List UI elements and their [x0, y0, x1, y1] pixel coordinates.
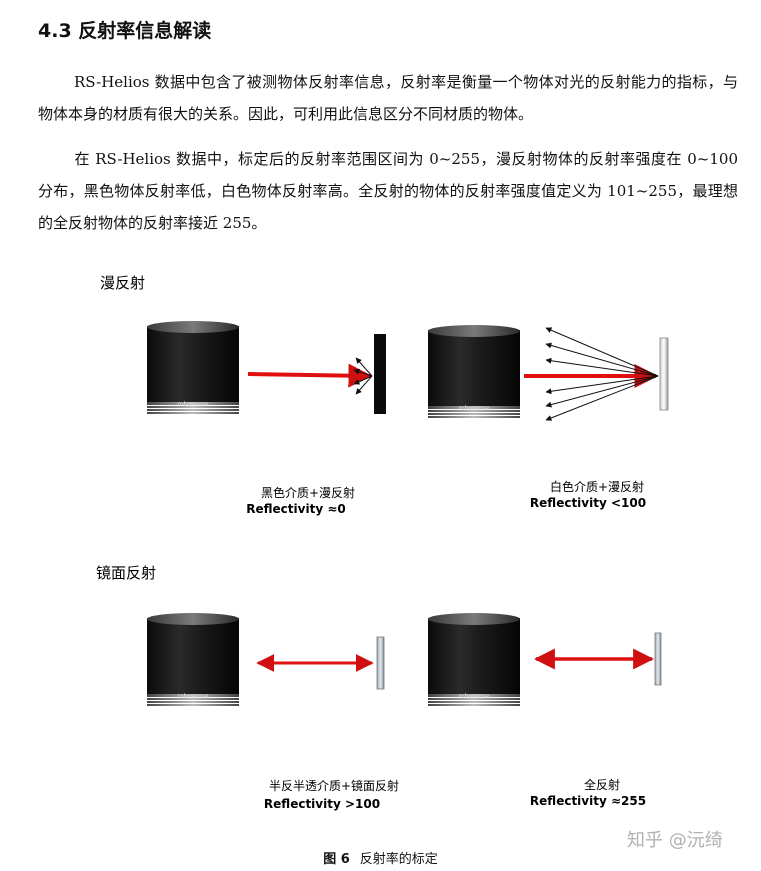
sensor-brand-label: robosense [459, 405, 490, 412]
sensor-brand-label: robosense [459, 693, 490, 700]
panel-label: 全反射 [584, 777, 620, 792]
figure-caption: 图 6 反射率的标定 [0, 848, 761, 867]
semi-mirror-target [376, 636, 385, 690]
black-target [374, 334, 386, 414]
panel-label: 黑色介质+漫反射 [261, 485, 355, 500]
panel-label: 白色介质+漫反射 [550, 479, 644, 494]
scatter-ray [545, 375, 659, 395]
scatter-ray [545, 342, 659, 377]
scatter-ray [545, 375, 659, 408]
panel-reflectivity: Reflectivity ≈0 [246, 502, 345, 516]
lidar-sensor: robosense [147, 613, 239, 706]
panel-reflectivity: Reflectivity >100 [264, 797, 380, 811]
scatter-ray [545, 327, 659, 377]
paragraph-2-text: 在 RS-Helios 数据中，标定后的反射率范围区间为 0~255，漫反射物体… [38, 150, 738, 232]
watermark: 知乎 @沅绮 [627, 830, 723, 851]
specular-title: 镜面反射 [96, 564, 156, 582]
panel-label: 半反半透介质+镜面反射 [269, 778, 399, 793]
paragraph-1: RS-Helios 数据中包含了被测物体反射率信息，反射率是衡量一个物体对光的反… [38, 66, 738, 130]
sensor-brand-label: robosense [178, 401, 209, 408]
lidar-sensor: robosense [428, 613, 520, 706]
figure-number: 图 6 [323, 852, 350, 867]
paragraph-2: 在 RS-Helios 数据中，标定后的反射率范围区间为 0~255，漫反射物体… [38, 143, 738, 239]
scatter-ray [545, 375, 659, 421]
panel-reflectivity: Reflectivity ≈255 [530, 794, 646, 808]
panel-black-diffuse [247, 334, 386, 414]
scatter-ray [355, 375, 373, 395]
lidar-sensor: robosense [428, 325, 520, 418]
sensor-brand-label: robosense [178, 693, 209, 700]
scatter-ray [353, 375, 373, 385]
paragraph-1-text: RS-Helios 数据中包含了被测物体反射率信息，反射率是衡量一个物体对光的反… [38, 73, 738, 123]
figure-caption-text: 反射率的标定 [359, 852, 438, 867]
panel-white-diffuse [524, 327, 669, 421]
section-title: 4.3 反射率信息解读 [38, 20, 212, 42]
scatter-ray [353, 368, 373, 377]
laser-beam [247, 363, 373, 388]
lidar-sensor: robosense [147, 321, 239, 414]
mirror-target [654, 632, 662, 686]
diffuse-title: 漫反射 [100, 274, 145, 292]
scatter-ray [545, 357, 659, 377]
scatter-ray [355, 357, 373, 377]
panel-semi-mirror [256, 636, 385, 690]
white-target [659, 337, 669, 411]
panel-reflectivity: Reflectivity <100 [530, 496, 646, 510]
panel-full-reflection [533, 632, 662, 686]
